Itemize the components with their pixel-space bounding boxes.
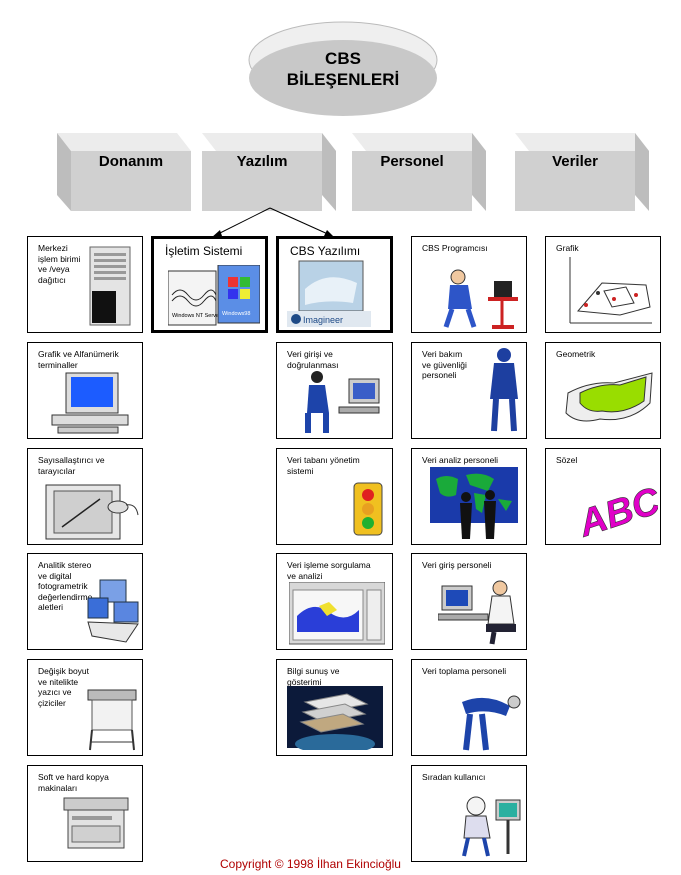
box-label: Grafik: [556, 243, 579, 253]
surveyor-icon: [462, 695, 521, 751]
data-entry-worker-icon: [438, 580, 516, 645]
box-label: CBS Yazılımı: [290, 244, 361, 258]
personnel-analysis: Veri analiz personeli: [411, 448, 527, 545]
software-data-entry: Veri girişi ve doğrulanması: [276, 342, 393, 439]
box-label: Grafik ve Alfanümerik terminaller: [38, 349, 119, 370]
diagram-title: CBS BİLEŞENLERİ: [286, 49, 400, 89]
layered-maps-icon: [287, 686, 383, 750]
box-label: Analitik stereo ve digital fotogrametrik…: [38, 560, 93, 612]
box-label: Veri işleme sorgulama ve analizi: [287, 560, 371, 581]
hardware-cpu: Merkezi işlem birimi ve /veya dağıtıcı: [27, 236, 143, 333]
category-label: Veriler: [552, 153, 598, 170]
box-label: Merkezi işlem birimi ve /veya dağıtıcı: [38, 243, 81, 285]
software-dbms: Veri tabanı yönetim sistemi: [276, 448, 393, 545]
personnel-collection: Veri toplama personeli: [411, 659, 527, 756]
box-label: Veri girişi ve doğrulanması: [287, 349, 339, 370]
category-label: Donanım: [98, 153, 164, 170]
traffic-light-icon: [353, 482, 383, 536]
personnel-programmer: CBS Programcısı: [411, 236, 527, 333]
software-analysis: Veri işleme sorgulama ve analizi: [276, 553, 393, 650]
personnel-data-entry: Veri giriş personeli: [411, 553, 527, 650]
personnel-end-user: Sıradan kullanıcı: [411, 765, 527, 862]
graphic-data-chart-icon: [569, 257, 652, 324]
category-personel: Personel: [352, 133, 486, 211]
software-gis: CBS Yazılımı Imagineer: [276, 236, 393, 333]
category-label: Yazılım: [236, 153, 288, 170]
digitizer-tablet-icon: [45, 484, 139, 540]
stereo-plotter-icon: [87, 579, 139, 643]
title-ellipse: [248, 21, 438, 116]
software-os: İşletim Sistemi Windows NT Server Window…: [151, 236, 268, 333]
copier-machine-icon: [63, 797, 129, 849]
category-veriler: Veriler: [515, 133, 649, 211]
geometric-shape-icon: [565, 372, 653, 422]
abc-letters-icon: ABC: [573, 480, 658, 541]
windows98-box-text: Windows98: [222, 311, 250, 317]
personnel-maintenance: Veri bakım ve güvenliği personeli: [411, 342, 527, 439]
box-label: Sayısallaştırıcı ve tarayıcılar: [38, 455, 105, 476]
data-graphic: Grafik: [545, 236, 661, 333]
box-label: İşletim Sistemi: [165, 244, 243, 258]
gis-software-box: Imagineer: [287, 260, 371, 327]
security-officer-icon: [490, 348, 518, 432]
category-label: Personel: [380, 153, 444, 170]
box-label: Veri analiz personeli: [422, 455, 499, 465]
end-user-cartoon-icon: [462, 796, 521, 857]
box-label: Bilgi sunuş ve gösterimi: [287, 666, 340, 687]
data-geometric: Geometrik: [545, 342, 661, 439]
world-map-analysts-icon: [430, 467, 518, 539]
box-label: Soft ve hard kopya makinaları: [38, 772, 109, 793]
server-tower-icon: [89, 246, 131, 326]
hardware-terminals: Grafik ve Alfanümerik terminaller: [27, 342, 143, 439]
data-verbal: Sözel ABC: [545, 448, 661, 545]
nt-server-box-text: Windows NT Server: [172, 313, 221, 319]
hardware-plotters: Değişik boyut ve nitelikte yazıcı ve çiz…: [27, 659, 143, 756]
data-entry-operator-icon: [305, 371, 380, 433]
category-yazilim: Yazılım: [202, 133, 336, 211]
box-label: Sıradan kullanıcı: [422, 772, 486, 782]
software-presentation: Bilgi sunuş ve gösterimi: [276, 659, 393, 756]
terminal-monitor-icon: [51, 372, 129, 434]
box-label: Veri giriş personeli: [422, 560, 492, 570]
analysis-screen-icon: [289, 582, 385, 645]
connector-arrows: [211, 207, 335, 238]
box-label: Sözel: [556, 455, 578, 465]
hardware-photogrammetry: Analitik stereo ve digital fotogrametrik…: [27, 553, 143, 650]
box-label: Veri toplama personeli: [422, 666, 507, 676]
box-label: Veri bakım ve güvenliği personeli: [422, 349, 467, 380]
imagineer-logo-text: Imagineer: [303, 315, 343, 325]
programmer-cartoon-icon: [443, 269, 518, 329]
os-product-boxes: Windows NT Server Windows98: [168, 265, 260, 326]
category-donanim: Donanım: [57, 133, 191, 211]
copyright-text: Copyright © 1998 İlhan Ekincioğlu: [220, 857, 401, 871]
box-label: Değişik boyut ve nitelikte yazıcı ve çiz…: [38, 666, 90, 708]
box-label: CBS Programcısı: [422, 243, 488, 253]
hardware-digitizer: Sayısallaştırıcı ve tarayıcılar: [27, 448, 143, 545]
hardware-copiers: Soft ve hard kopya makinaları: [27, 765, 143, 862]
box-label: Geometrik: [556, 349, 596, 359]
plotter-icon: [87, 689, 137, 751]
box-label: Veri tabanı yönetim sistemi: [287, 455, 360, 476]
abc-text: ABC: [573, 480, 658, 541]
